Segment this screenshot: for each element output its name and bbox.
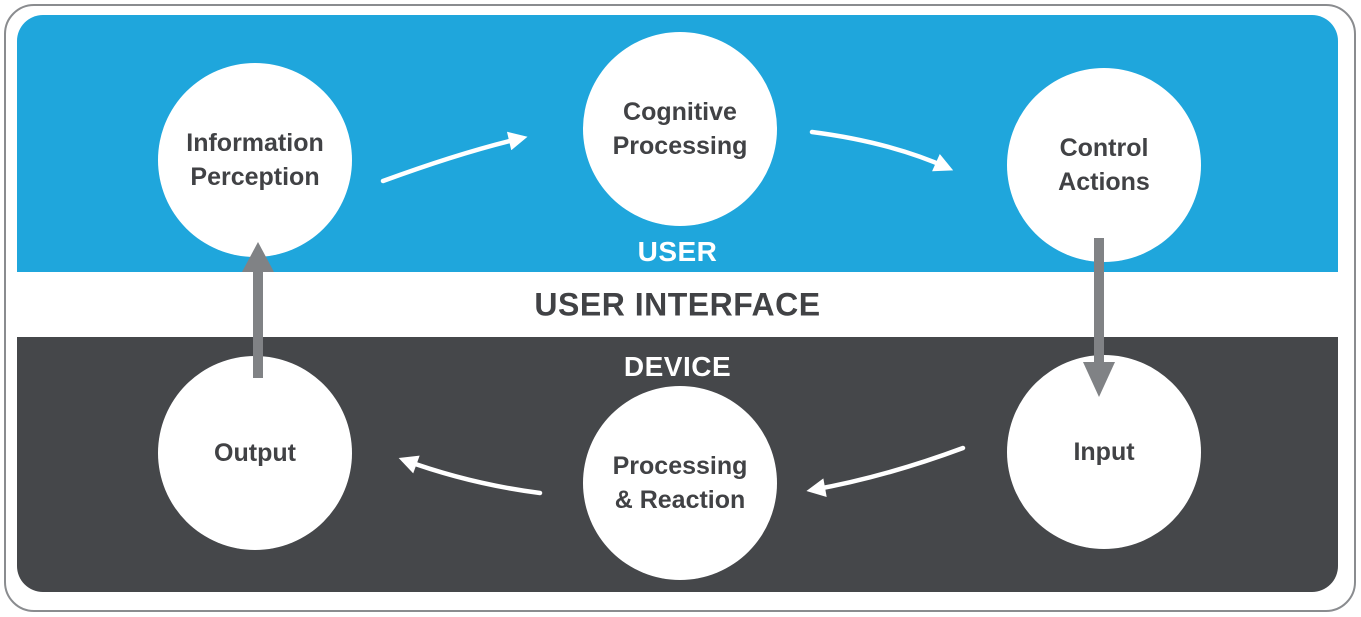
node-information-perception-line1: Information [186, 129, 324, 157]
node-cognitive-processing: Cognitive Processing [583, 32, 777, 226]
node-control-actions-line2: Actions [1058, 168, 1150, 196]
node-processing-reaction-line1: Processing [612, 452, 748, 480]
node-information-perception-line2: Perception [190, 163, 320, 191]
node-cognitive-processing-line2: Processing [612, 132, 748, 160]
node-processing-reaction: Processing & Reaction [583, 386, 777, 580]
frame-border [4, 4, 1356, 612]
node-control-actions: Control Actions [1007, 68, 1201, 262]
node-processing-reaction-line2: & Reaction [614, 486, 746, 514]
node-output: Output [158, 356, 352, 550]
node-output-line1: Output [214, 439, 296, 467]
user-band-label: USER [637, 236, 718, 267]
node-information-perception: Information Perception [158, 63, 352, 257]
node-control-actions-line1: Control [1059, 134, 1149, 162]
node-input-line1: Input [1073, 438, 1135, 466]
interface-band: USER INTERFACE [17, 272, 1338, 337]
device-band-label: DEVICE [623, 351, 732, 382]
node-cognitive-processing-line1: Cognitive [623, 98, 737, 126]
interface-band-label: USER INTERFACE [534, 286, 821, 322]
node-input: Input [1007, 355, 1201, 549]
